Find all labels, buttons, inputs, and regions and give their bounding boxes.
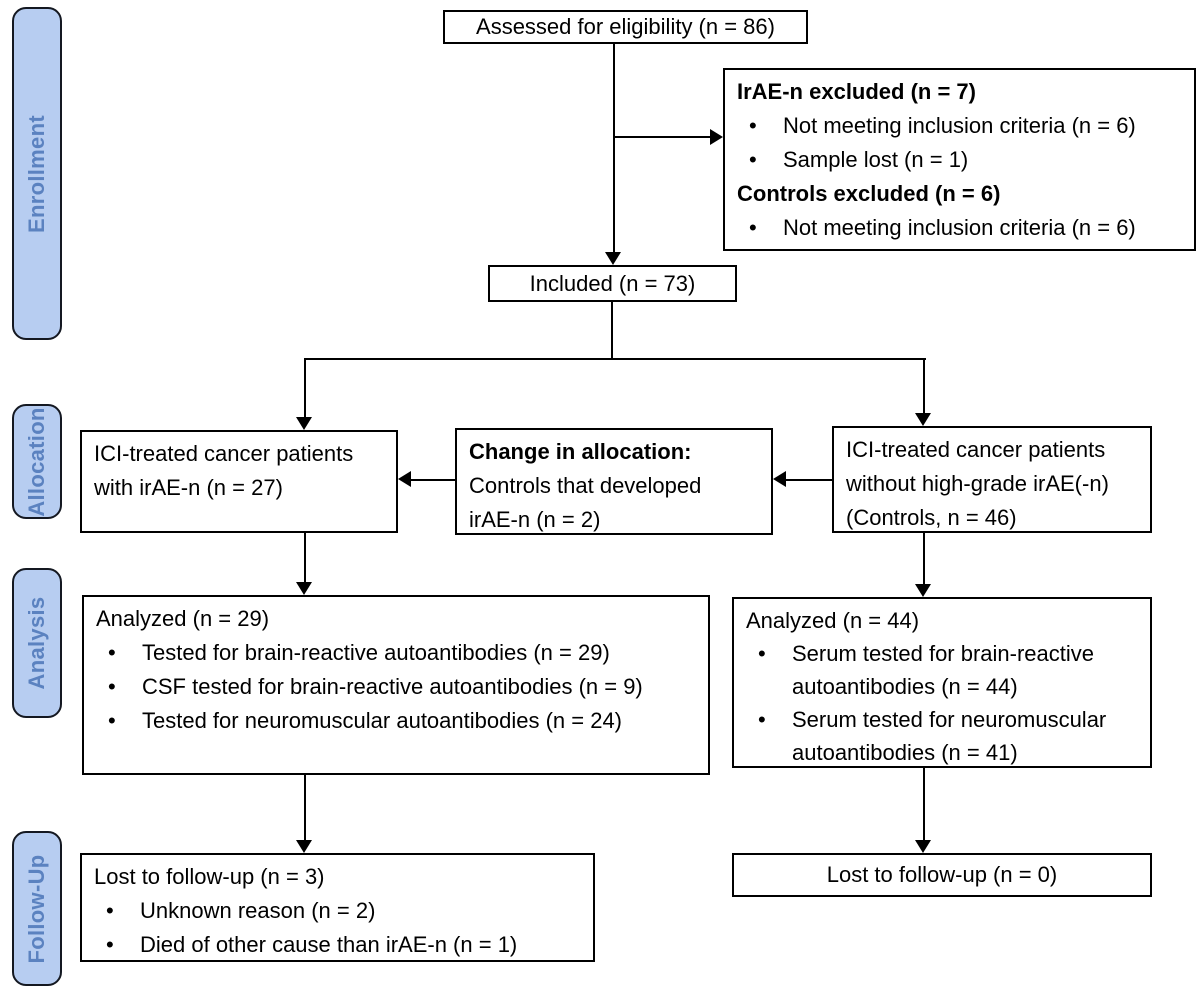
connector-analysis-to-followup-left [304, 775, 306, 841]
box-change-allocation: Change in allocation: Controls that deve… [455, 428, 773, 535]
analysis-controls-item: Serum tested for brain-reactive autoanti… [746, 637, 1138, 703]
connector-split-to-irae-arm [304, 358, 306, 418]
arrowhead-into-followup-right [915, 840, 931, 853]
arrowhead-into-change-box [773, 471, 786, 487]
allocation-controls-line: without high-grade irAE(-n) [846, 471, 1109, 496]
analysis-irae-item: Tested for brain-reactive autoantibodies… [96, 636, 696, 670]
box-included: Included (n = 73) [488, 265, 737, 302]
phase-label-enrollment-text: Enrollment [24, 114, 49, 233]
change-allocation-title: Change in allocation: [469, 439, 692, 464]
included-text: Included (n = 73) [529, 270, 696, 296]
connector-controls-to-analysis [923, 533, 925, 585]
box-analysis-controls: Analyzed (n = 44) Serum tested for brain… [732, 597, 1152, 768]
assessed-eligibility-text: Assessed for eligibility (n = 86) [476, 14, 775, 39]
analysis-controls-item: Serum tested for neuromuscular autoantib… [746, 703, 1138, 769]
phase-label-analysis-text: Analysis [24, 596, 49, 690]
analysis-controls-title: Analyzed (n = 44) [746, 608, 920, 633]
analysis-irae-title: Analyzed (n = 29) [96, 606, 270, 631]
phase-label-enrollment: Enrollment [12, 7, 62, 340]
excluded-item: Sample lost (n = 1) [737, 143, 1182, 177]
connector-included-down [611, 302, 613, 360]
box-followup-irae: Lost to follow-up (n = 3) Unknown reason… [80, 853, 595, 962]
arrowhead-into-irae-box [398, 471, 411, 487]
arrowhead-into-analysis-left [296, 582, 312, 595]
phase-label-analysis: Analysis [12, 568, 62, 718]
connector-assessed-to-included [613, 44, 615, 254]
followup-controls-text: Lost to follow-up (n = 0) [826, 862, 1058, 887]
excluded-header-controls: Controls excluded (n = 6) [737, 181, 1001, 206]
excluded-item: Not meeting inclusion criteria (n = 6) [737, 211, 1182, 245]
connector-analysis-to-followup-right [923, 768, 925, 841]
change-allocation-line: irAE-n (n = 2) [469, 507, 601, 532]
excluded-header-irae: IrAE-n excluded (n = 7) [737, 79, 976, 104]
box-analysis-irae: Analyzed (n = 29) Tested for brain-react… [82, 595, 710, 775]
arrowhead-into-control-arm [915, 413, 931, 426]
box-allocation-irae: ICI-treated cancer patients with irAE-n … [80, 430, 398, 533]
excluded-item: Not meeting inclusion criteria (n = 6) [737, 109, 1182, 143]
box-allocation-controls: ICI-treated cancer patients without high… [832, 426, 1152, 533]
phase-label-followup-text: Follow-Up [24, 853, 49, 964]
connector-branch-to-excluded [613, 136, 712, 138]
phase-label-allocation: Allocation [12, 404, 62, 519]
box-assessed-eligibility: Assessed for eligibility (n = 86) [443, 10, 808, 44]
followup-irae-title: Lost to follow-up (n = 3) [94, 864, 325, 889]
arrowhead-into-analysis-right [915, 584, 931, 597]
phase-label-allocation-text: Allocation [24, 406, 49, 517]
change-allocation-line: Controls that developed [469, 473, 702, 498]
allocation-irae-line: with irAE-n (n = 27) [94, 475, 283, 500]
arrowhead-into-irae-arm [296, 417, 312, 430]
connector-change-to-irae [411, 479, 455, 481]
allocation-controls-line: (Controls, n = 46) [846, 505, 1017, 530]
arrowhead-into-followup-left [296, 840, 312, 853]
arrowhead-into-excluded [710, 129, 723, 145]
phase-label-followup: Follow-Up [12, 831, 62, 986]
arrowhead-into-included [605, 252, 621, 265]
allocation-irae-line: ICI-treated cancer patients [94, 441, 354, 466]
analysis-irae-item: CSF tested for brain-reactive autoantibo… [96, 670, 696, 704]
followup-irae-item: Unknown reason (n = 2) [94, 894, 581, 928]
connector-allocation-split [305, 358, 926, 360]
box-followup-controls: Lost to follow-up (n = 0) [732, 853, 1152, 897]
connector-split-to-control-arm [923, 358, 925, 414]
box-excluded: IrAE-n excluded (n = 7) Not meeting incl… [723, 68, 1196, 251]
connector-controls-to-change [786, 479, 832, 481]
followup-irae-item: Died of other cause than irAE-n (n = 1) [94, 928, 581, 962]
allocation-controls-line: ICI-treated cancer patients [846, 437, 1106, 462]
analysis-irae-item: Tested for neuromuscular autoantibodies … [96, 704, 696, 738]
connector-irae-to-analysis [304, 533, 306, 583]
